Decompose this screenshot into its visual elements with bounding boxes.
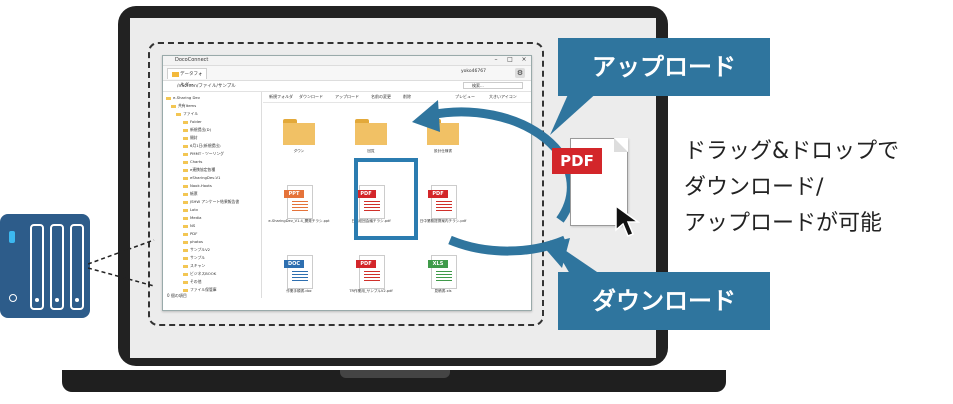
folder-icon	[355, 119, 387, 145]
folder-icon	[283, 119, 315, 145]
tree-item[interactable]: PMMT・ツーリング	[183, 151, 224, 157]
tab-label: データフォルダー	[180, 72, 203, 88]
pdf-file-icon: PDF	[356, 185, 385, 219]
tree-item[interactable]: 開封	[183, 135, 198, 141]
file-label: 設計仕様書	[434, 149, 452, 153]
tree-item[interactable]: e-Sharing Dev	[166, 95, 200, 100]
cursor-icon	[615, 204, 641, 237]
tree-item[interactable]: JSHW アンケート結果報告書	[183, 199, 239, 205]
pdf-file-icon: PDF	[356, 255, 385, 289]
description-line-2: ダウンロード/	[684, 175, 824, 200]
laptop-base	[62, 370, 726, 392]
tree-item[interactable]: Nook.Hoots	[183, 183, 212, 188]
maximize-icon[interactable]: □	[507, 56, 513, 63]
tree-item[interactable]: 帳票	[183, 191, 198, 197]
description-line-3: アップロードが可能	[684, 211, 883, 236]
gear-icon[interactable]: ⚙	[515, 68, 525, 78]
app-title: DocoConnect	[175, 57, 209, 63]
tree-item[interactable]: スキャン	[183, 263, 205, 269]
nas-bay	[30, 224, 44, 310]
file-label: 回覧	[367, 149, 375, 153]
preview-button[interactable]: プレビュー	[455, 94, 475, 99]
upload-callout-tail	[550, 90, 600, 135]
selected-file-highlight	[354, 158, 418, 240]
file-label: TR作業用_サンプルV2.pdf	[349, 289, 393, 293]
tree-item[interactable]: 共有Items	[171, 103, 196, 109]
tree-item[interactable]: ビジネスBOOK	[183, 271, 216, 277]
doc-file-icon: DOC	[284, 255, 313, 289]
item-count: 0 個の項目	[167, 293, 187, 298]
path-bar: /nScreen/ファイル/サンプル 検索...	[163, 81, 531, 92]
rename-button[interactable]: 名前の変更	[371, 94, 391, 99]
view-mode-select[interactable]: 大きいアイコン	[489, 94, 517, 99]
search-input[interactable]: 検索...	[463, 82, 523, 89]
tabbar: データフォルダー yoko46767 ⚙	[163, 66, 531, 88]
tree-item[interactable]: e連携協定各種	[183, 167, 215, 173]
tab-data-folder[interactable]: データフォルダー	[167, 68, 207, 88]
nas-connector-lines	[88, 239, 155, 287]
tree-item[interactable]: Lotv	[183, 207, 198, 212]
toolbar: 新規フォルダ ダウンロード アップロード 名前の変更 削除 プレビュー 大きいア…	[263, 92, 531, 103]
tree-item[interactable]: Charts	[183, 159, 202, 164]
search-placeholder: 検索...	[472, 83, 484, 88]
folder-icon	[172, 72, 179, 77]
upload-button[interactable]: アップロード	[335, 94, 359, 99]
tree-item[interactable]: Folder	[183, 119, 202, 124]
tree-item[interactable]: その他	[183, 279, 201, 285]
nas-led	[9, 231, 15, 243]
tree-item[interactable]: PDF	[183, 231, 197, 236]
close-icon[interactable]: ×	[521, 56, 527, 63]
xls-file-icon: XLS	[428, 255, 457, 289]
download-button[interactable]: ダウンロード	[299, 94, 323, 99]
tree-item[interactable]: photos	[183, 239, 203, 244]
file-label: ダウン	[293, 149, 305, 153]
file-label: e-SharingDev_V1.4_開発チラシ.ppt	[268, 219, 330, 223]
nas-bay	[70, 224, 84, 310]
file-label: 見積書.xls	[434, 289, 452, 293]
user-name[interactable]: yoko46767	[461, 69, 486, 74]
pdf-file-icon: PDF	[428, 185, 457, 219]
file-label: 日本経団会議チラシ.pdf	[351, 219, 391, 223]
tree-item[interactable]: サンプルV2	[183, 247, 210, 253]
download-callout: ダウンロード	[558, 272, 770, 330]
ppt-file-icon: PPT	[284, 185, 313, 219]
folder-tree: e-Sharing Dev 共有Items ファイル Folder 新規提出(D…	[163, 92, 262, 298]
tree-item[interactable]: 6月1日(新規提出)	[183, 143, 221, 149]
upload-arrowhead	[412, 100, 440, 132]
app-window: DocoConnect – □ × データフォルダー yoko46767 ⚙ /…	[162, 55, 532, 311]
file-grid: ダウン 回覧 設計仕様書 PPT e-SharingDev_V1.4_開発チラシ…	[263, 103, 531, 298]
new-folder-button[interactable]: 新規フォルダ	[269, 94, 293, 99]
description: ドラッグ&ドロップで ダウンロード/ アップロードが可能	[684, 134, 946, 242]
titlebar: DocoConnect – □ ×	[163, 56, 531, 66]
upload-callout: アップロード	[558, 38, 770, 96]
nas-device-icon	[0, 214, 90, 318]
tree-item[interactable]: サンプル	[183, 255, 205, 261]
app-highlight-frame	[148, 42, 544, 326]
tree-item[interactable]: Media	[183, 215, 201, 220]
pdf-badge: PDF	[552, 148, 602, 174]
nas-bay	[50, 224, 64, 310]
file-label: 日中業務提携案内チラシ.pdf	[419, 219, 467, 223]
file-label: 作業手順書.doc	[286, 289, 312, 293]
laptop-notch	[340, 370, 450, 378]
tree-item[interactable]: ファイル保管庫	[183, 287, 217, 293]
tree-item[interactable]: eSharingDev-V1	[183, 175, 220, 180]
current-path[interactable]: /nScreen/ファイル/サンプル	[177, 84, 236, 89]
nas-led	[9, 294, 17, 302]
download-callout-tail	[550, 240, 600, 274]
tree-item[interactable]: NS	[183, 223, 195, 228]
tree-item[interactable]: ファイル	[176, 111, 198, 117]
description-line-1: ドラッグ&ドロップで	[684, 139, 900, 164]
minimize-icon[interactable]: –	[494, 56, 498, 63]
delete-button[interactable]: 削除	[403, 94, 411, 99]
tree-item[interactable]: 新規提出(D)	[183, 127, 211, 133]
